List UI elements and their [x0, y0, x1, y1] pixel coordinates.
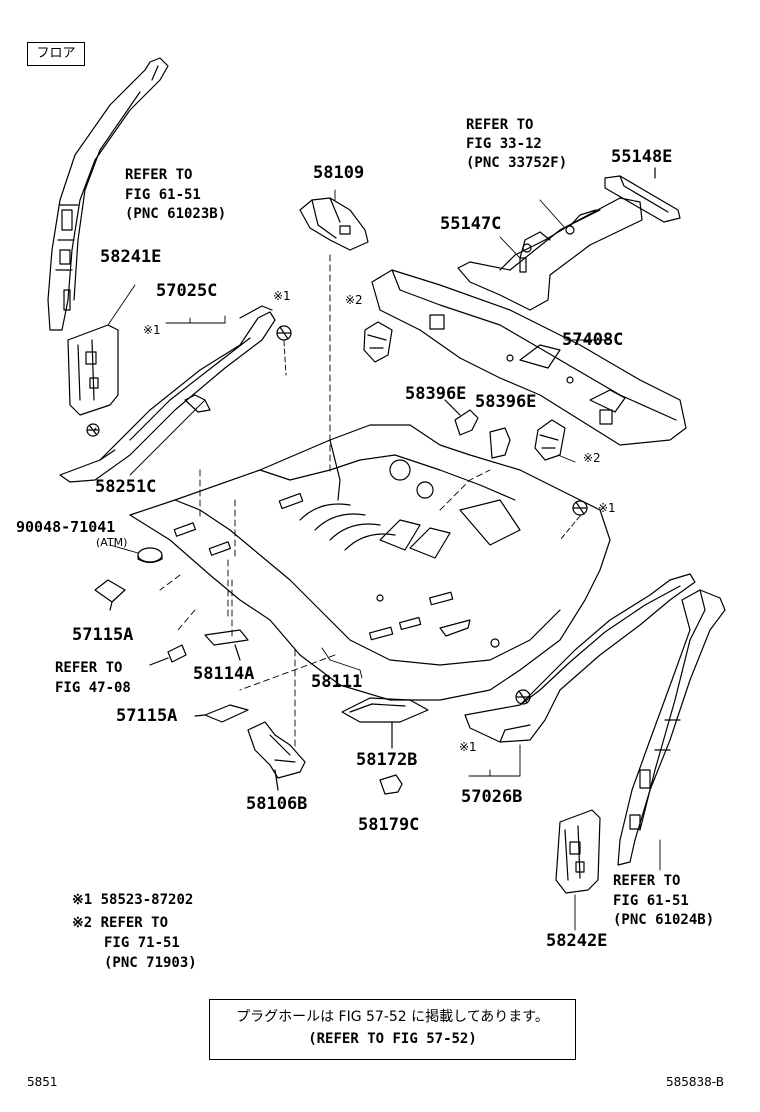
- pillar-left-lower: [67, 324, 119, 416]
- floor-pan: [129, 424, 611, 701]
- rocker-right: [464, 573, 696, 743]
- mark-2-right: ※2: [583, 451, 601, 465]
- mark-1-right: ※1: [598, 501, 616, 515]
- ref-top-left-line1: REFER TO: [125, 167, 193, 183]
- part-label-55148E: 55148E: [611, 147, 673, 167]
- ref-top-right-line3: (PNC 33752F): [466, 155, 568, 171]
- legend-line3: FIG 71-51: [104, 935, 180, 951]
- rocker-left: [59, 305, 276, 483]
- legend-line4: (PNC 71903): [104, 955, 197, 971]
- footer-right-code: 585838-B: [666, 1075, 724, 1089]
- part-label-55147C: 55147C: [440, 214, 502, 234]
- plug-hole-note: プラグホールは FIG 57-52 に掲載してあります。 (REFER TO F…: [209, 999, 576, 1060]
- plug-note-en: (REFER TO FIG 57-52): [308, 1031, 477, 1047]
- part-label-58106B: 58106B: [246, 794, 308, 814]
- ref-bottom-right-line3: (PNC 61024B): [613, 912, 715, 928]
- mark-1-rocker-left: ※1: [143, 323, 161, 337]
- part-label-58251C: 58251C: [95, 477, 157, 497]
- atm-note: (ATM): [96, 536, 128, 549]
- ref-bottom-right-line1: REFER TO: [613, 873, 681, 889]
- part-label-57026B: 57026B: [461, 787, 523, 807]
- part-label-58179C: 58179C: [358, 815, 420, 835]
- part-label-57025C: 57025C: [156, 281, 218, 301]
- pillar-left-upper: [47, 57, 169, 331]
- part-label-58114A: 58114A: [193, 664, 255, 684]
- pillar-right-upper: [617, 589, 726, 866]
- ref-top-left-line2: FIG 61-51: [125, 187, 201, 203]
- part-label-57115A-b: 57115A: [116, 706, 178, 726]
- mark-1-top-left: ※1: [273, 289, 291, 303]
- part-label-90048-71041: 90048-71041: [16, 518, 116, 536]
- ref-47-08-line2: FIG 47-08: [55, 680, 131, 696]
- ref-top-right-line1: REFER TO: [466, 117, 534, 133]
- pillar-right-lower: [555, 809, 601, 894]
- mark-2-left: ※2: [345, 293, 363, 307]
- crossmember-57408C: [371, 269, 687, 446]
- crossmember-55147C: [457, 197, 643, 311]
- part-label-58172B: 58172B: [356, 750, 418, 770]
- part-label-58111: 58111: [311, 672, 363, 692]
- part-label-58241E: 58241E: [100, 247, 162, 267]
- ref-top-right-line2: FIG 33-12: [466, 136, 542, 152]
- part-label-58396E-b: 58396E: [475, 392, 537, 412]
- footer-left-code: 5851: [27, 1075, 58, 1089]
- part-label-58396E-a: 58396E: [405, 384, 467, 404]
- mark-1-rocker-right: ※1: [459, 740, 477, 754]
- ref-47-08-line1: REFER TO: [55, 660, 123, 676]
- ref-top-left-line3: (PNC 61023B): [125, 206, 227, 222]
- part-label-57115A-a: 57115A: [72, 625, 134, 645]
- legend-line1: ※1 58523-87202: [72, 892, 194, 908]
- ref-bottom-right-line2: FIG 61-51: [613, 893, 689, 909]
- section-tag: フロア: [27, 42, 85, 66]
- part-label-58242E: 58242E: [546, 931, 608, 951]
- part-label-57408C: 57408C: [562, 330, 624, 350]
- legend-line2: ※2 REFER TO: [72, 915, 169, 931]
- plug-note-jp: プラグホールは FIG 57-52 に掲載してあります。: [236, 1009, 549, 1025]
- part-label-58109: 58109: [313, 163, 365, 183]
- bracket-58109: [299, 197, 369, 251]
